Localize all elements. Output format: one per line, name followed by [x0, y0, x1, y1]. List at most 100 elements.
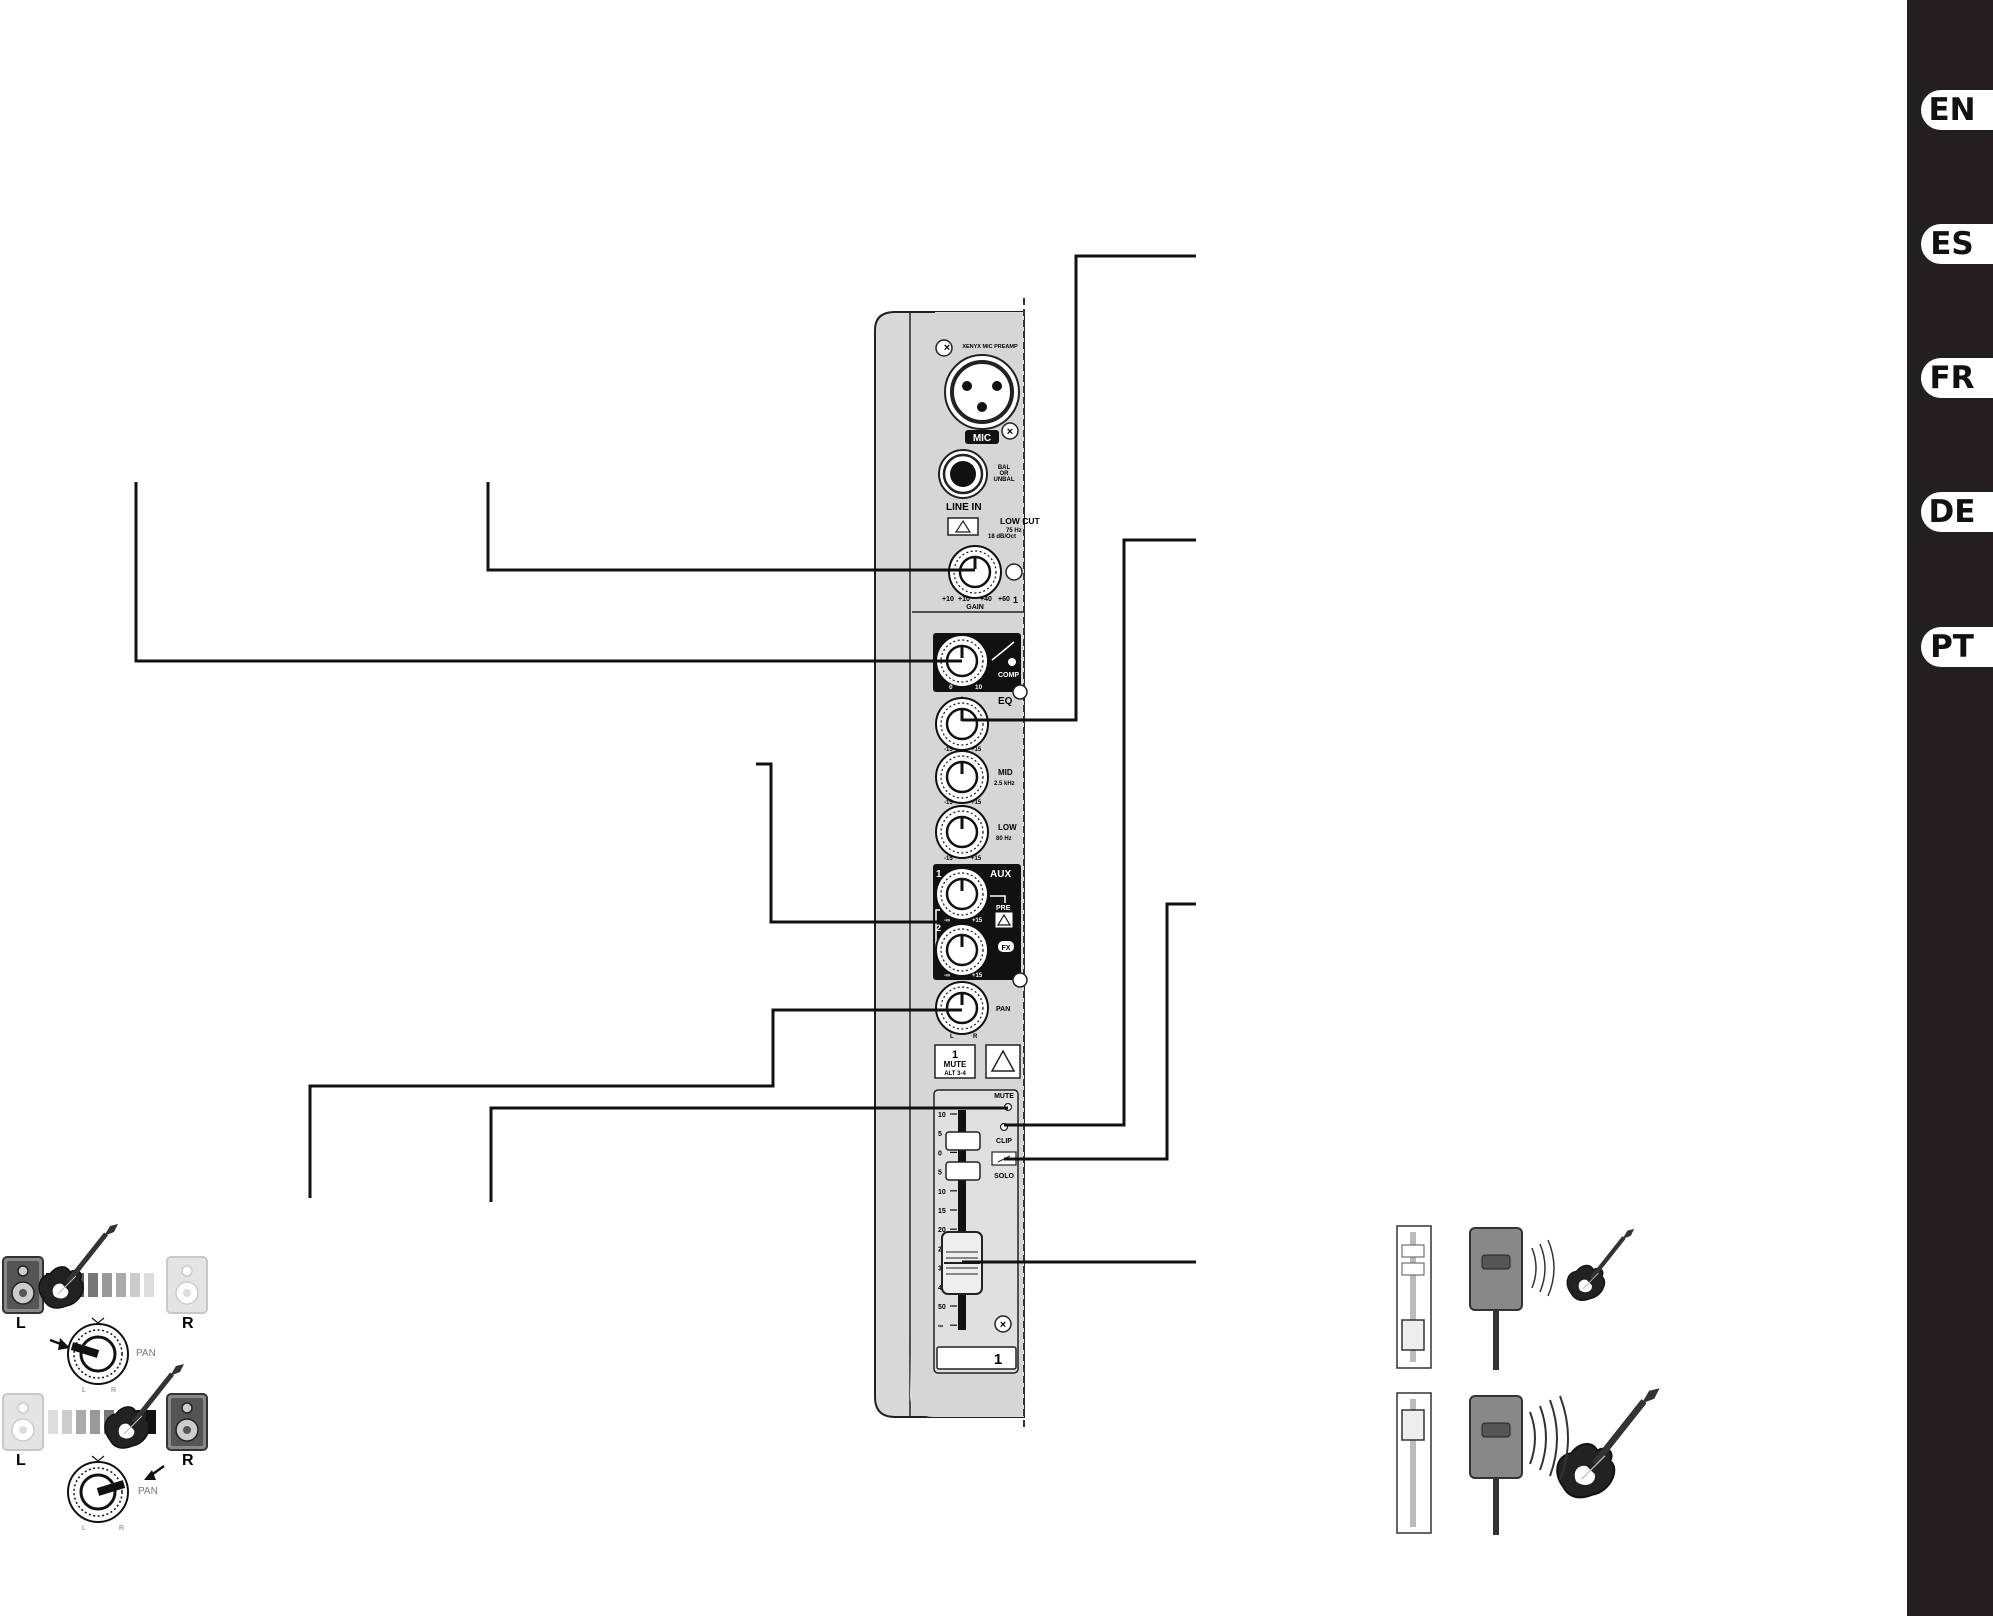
mid-max: +15 — [971, 800, 982, 806]
mini-fader-high — [1396, 1392, 1432, 1534]
bal-label: BAL — [998, 465, 1011, 471]
gain-label: GAIN — [966, 604, 984, 611]
low-cut-label: LOW CUT — [1000, 516, 1040, 526]
eq-mid-knob[interactable] — [934, 749, 990, 805]
pan-label: PAN — [996, 1006, 1010, 1013]
amp-icon-low — [1469, 1227, 1523, 1370]
comp-max: 10 — [975, 684, 983, 691]
speaker-left-light-icon — [2, 1393, 44, 1451]
guitar-icon-quiet — [1567, 1229, 1634, 1300]
gain-mid2: +40 — [980, 596, 992, 603]
lang-tab-pt[interactable]: PT — [1921, 627, 1993, 667]
aux1-knob[interactable] — [934, 866, 990, 922]
knob-r-label-top: R — [111, 1387, 116, 1394]
channel-label-strip[interactable] — [936, 1346, 1017, 1370]
line-in-label: LINE IN — [946, 502, 982, 513]
low-cut-slope: 18 dB/Oct — [988, 534, 1016, 540]
lang-tab-es[interactable]: ES — [1921, 224, 1993, 264]
aux2-knob[interactable] — [934, 922, 990, 978]
speaker-right-icon — [166, 1256, 208, 1314]
hi-max: +15 — [971, 747, 982, 753]
knob-l-label-top: L — [82, 1387, 86, 1394]
lang-tab-fr[interactable]: FR — [1921, 358, 1993, 398]
mic-label: MIC — [973, 433, 991, 444]
solo-label: SOLO — [994, 1173, 1014, 1180]
gain-mid1: +10 — [958, 596, 970, 603]
aux1-num: 1 — [936, 869, 942, 880]
lang-tab-de[interactable]: DE — [1921, 492, 1993, 532]
fader-scale-label: 15 — [938, 1208, 946, 1215]
gain-knob[interactable] — [947, 544, 1003, 600]
aux2-min: -∞ — [944, 973, 950, 979]
fader-scale-label: 5 — [938, 1131, 942, 1138]
mic-xlr-input[interactable] — [944, 354, 1020, 430]
preamp-label: XENYX MIC PREAMP — [962, 344, 1018, 350]
low-max: +15 — [971, 856, 982, 862]
screw-icon — [935, 339, 953, 357]
aux2-num: 2 — [936, 923, 941, 933]
speaker-right-dark-icon — [166, 1393, 208, 1451]
solo-button[interactable] — [985, 1044, 1021, 1079]
or-label: OR — [1000, 471, 1010, 477]
eq-low-knob[interactable] — [934, 804, 990, 860]
speaker-r-label: R — [182, 1315, 194, 1332]
pan-illustration: L R PAN L R L R — [2, 1224, 208, 1532]
alt-label: ALT 3-4 — [944, 1071, 966, 1077]
svg-text:×: × — [1007, 426, 1013, 438]
eq-hi-knob[interactable] — [934, 696, 990, 752]
low-cut-freq: 75 Hz — [1006, 528, 1022, 534]
fader-scale-label: 0 — [938, 1150, 942, 1157]
pan-l: L — [950, 1034, 954, 1040]
guitar-icon-loud — [1557, 1388, 1659, 1497]
low-label: LOW — [998, 823, 1017, 832]
fx-label: FX — [1002, 945, 1011, 952]
mute-label: MUTE — [944, 1060, 967, 1069]
channel-strip: × XENYX MIC PREAMP MIC × BAL OR UNBAL LI… — [874, 298, 1040, 1430]
fader-scale-label: 50 — [938, 1304, 946, 1311]
amp-icon-high — [1469, 1395, 1523, 1535]
aux-pre-button[interactable] — [995, 912, 1013, 928]
aux1-min: -∞ — [944, 918, 950, 924]
callout-mute — [489, 1106, 1008, 1202]
speaker-l-label: L — [16, 1315, 26, 1332]
aux2-max: +15 — [972, 973, 983, 979]
pan-illus-label-bottom: PAN — [138, 1486, 158, 1497]
mini-fader-low — [1396, 1225, 1432, 1369]
comp-min: 0 — [949, 684, 953, 691]
pan-r: R — [973, 1034, 978, 1040]
callout-solo — [1004, 902, 1196, 1161]
mid-min: -15 — [944, 800, 953, 806]
pre-label: PRE — [996, 905, 1011, 912]
eq-label: EQ — [998, 696, 1013, 707]
svg-text:×: × — [1000, 1319, 1006, 1331]
line-in-jack[interactable] — [938, 449, 988, 499]
knob-r-label-bottom: R — [119, 1525, 124, 1532]
low-cut-button[interactable] — [947, 517, 979, 536]
channel-number: 1 — [952, 1049, 958, 1061]
speaker-left-icon — [2, 1256, 44, 1314]
gain-min: +10 — [942, 596, 954, 603]
mid-freq: 2.5 kHz — [994, 781, 1015, 787]
pan-knob[interactable] — [934, 980, 990, 1036]
callout-gain — [486, 482, 975, 572]
mute-button[interactable] — [934, 1044, 976, 1079]
gain-max: +60 — [998, 596, 1010, 603]
speaker-l-label-2: L — [16, 1452, 26, 1469]
unbal-label: UNBAL — [994, 477, 1015, 483]
lang-tab-en[interactable]: EN — [1921, 90, 1993, 130]
clip-label: CLIP — [996, 1138, 1012, 1145]
callout-eq-hi — [962, 254, 1196, 722]
aux-label: AUX — [990, 869, 1011, 880]
callout-pan — [308, 1008, 962, 1198]
low-min: -15 — [944, 856, 953, 862]
mute-led-label: MUTE — [994, 1093, 1014, 1100]
low-freq: 80 Hz — [996, 836, 1012, 842]
language-sidebar — [1907, 0, 1993, 1616]
svg-text:×: × — [944, 342, 950, 354]
callout-comp — [134, 482, 962, 663]
gain-side: 1 — [1013, 595, 1018, 605]
channel-strip-diagram: × XENYX MIC PREAMP MIC × BAL OR UNBAL LI… — [2, 254, 1900, 1535]
fader-volume-illustration — [1396, 1225, 1660, 1535]
fader-scale-label: 10 — [938, 1189, 946, 1196]
fader-scale-label: 20 — [938, 1227, 946, 1234]
